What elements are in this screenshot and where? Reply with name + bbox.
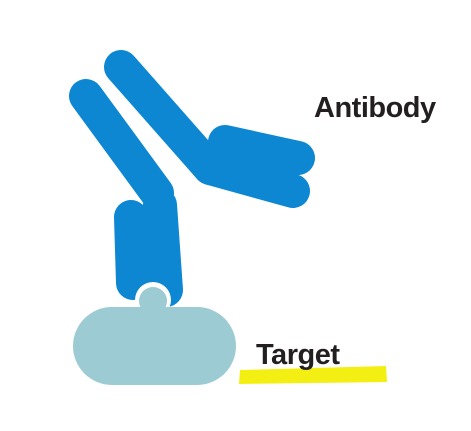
- antibody-light-chain-right: [208, 125, 315, 175]
- antibody-heavy-chain-left-stem: [143, 188, 183, 307]
- highlight-mark: [239, 366, 387, 384]
- antibody-heavy-chain-upper: [104, 50, 227, 185]
- target-body: [73, 307, 236, 385]
- target-label: Target: [256, 339, 340, 371]
- antibody-shape: [69, 50, 315, 307]
- antibody-heavy-chain-lower: [193, 151, 310, 208]
- antibody-label: Antibody: [314, 92, 436, 124]
- antibody-light-chain-left: [114, 200, 150, 300]
- antibody-heavy-chain-left-upper: [69, 79, 174, 210]
- target-shape: [73, 287, 236, 385]
